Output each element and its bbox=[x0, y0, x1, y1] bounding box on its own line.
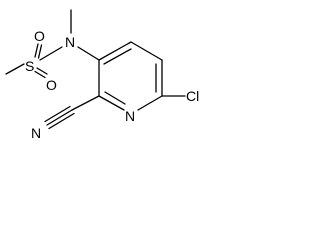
atom-nitrogen-nitrile: N bbox=[31, 125, 41, 141]
bond-c2-cn bbox=[71, 95, 100, 111]
bond-cn-triple-c bbox=[48, 112, 75, 130]
atom-nitrogen-ring: N bbox=[125, 108, 135, 124]
bond-cn-triple-b bbox=[44, 105, 71, 123]
bond-s-o-top-b bbox=[37, 44, 43, 59]
bond-methyl-s bbox=[5, 63, 25, 75]
bond-c3-c4-inner bbox=[103, 48, 132, 65]
bond-c3-c4 bbox=[98, 41, 132, 61]
bond-s-n bbox=[39, 46, 63, 61]
chemical-structure-diagram: O S O N N Cl N bbox=[5, 9, 199, 141]
bond-cn-triple-a bbox=[46, 109, 73, 126]
atom-sulfur: S bbox=[25, 58, 34, 74]
bond-lines bbox=[5, 9, 186, 130]
atom-nitrogen-amide: N bbox=[65, 34, 75, 50]
bond-n1-c2 bbox=[98, 95, 125, 111]
atom-chlorine: Cl bbox=[186, 88, 199, 104]
bond-s-o-bottom-b bbox=[34, 70, 46, 79]
atom-oxygen-bottom: O bbox=[46, 77, 57, 93]
bond-c4-c5 bbox=[130, 41, 163, 61]
atom-oxygen-top: O bbox=[34, 28, 45, 44]
bond-n1-c2-inner bbox=[104, 91, 126, 105]
bond-s-o-top-a bbox=[34, 43, 39, 58]
bond-s-o-bottom-a bbox=[36, 67, 48, 75]
bond-c6-n1 bbox=[137, 95, 163, 111]
bond-n-ring bbox=[77, 46, 100, 61]
atom-labels: O S O N N Cl N bbox=[25, 28, 199, 141]
